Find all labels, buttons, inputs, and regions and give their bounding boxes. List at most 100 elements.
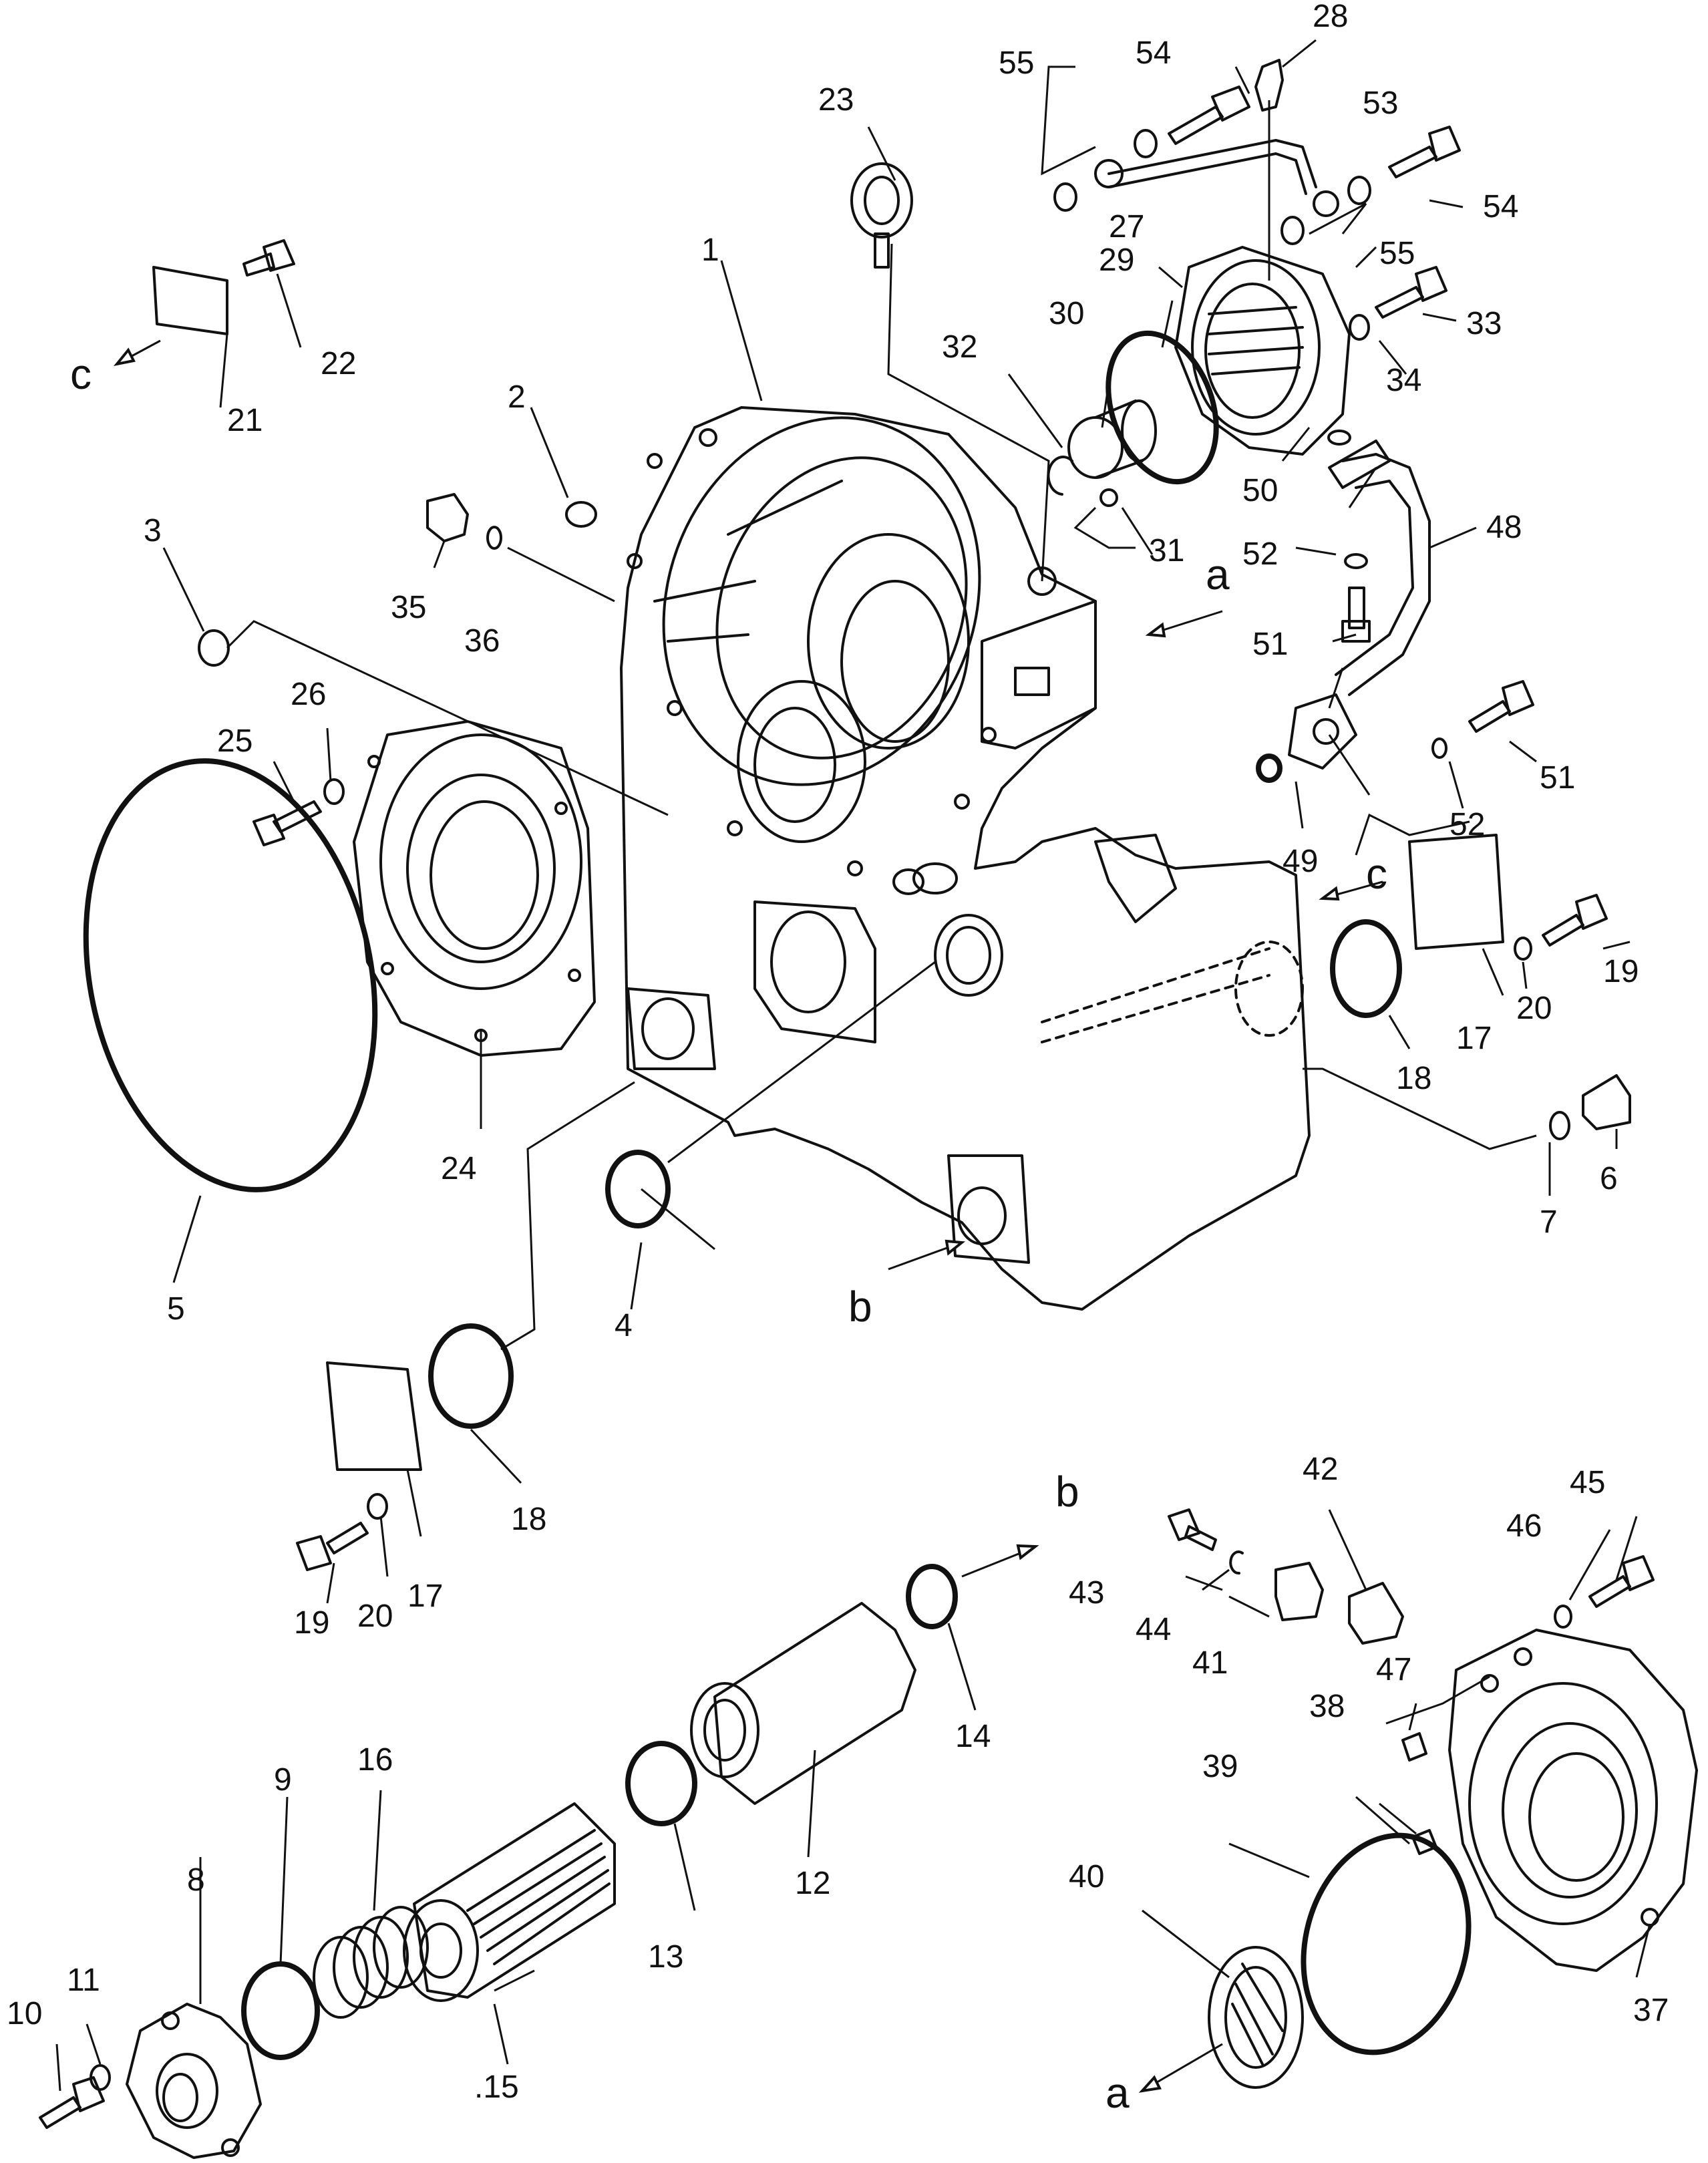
- callout-41: 41: [1192, 1645, 1228, 1681]
- callout-52: 52: [1449, 807, 1485, 842]
- bolt: [39, 2076, 105, 2129]
- retainer-ring: [1208, 1946, 1304, 2089]
- callout-28: 28: [1313, 0, 1348, 34]
- callout-44: 44: [1136, 1612, 1171, 1647]
- ref-letter-c: c: [1366, 850, 1387, 898]
- callout-55: 55: [999, 45, 1034, 81]
- callout-23: 23: [818, 82, 854, 118]
- washer: [1349, 314, 1370, 341]
- reference-arrows: [113, 339, 1383, 2093]
- callout-12: 12: [795, 1866, 830, 1901]
- bushing: [1067, 399, 1157, 479]
- ref-letter-a: a: [1206, 550, 1230, 599]
- ref-letter-a: a: [1105, 2069, 1130, 2117]
- pin-38: [1411, 1829, 1437, 1855]
- callout-9: 9: [274, 1762, 292, 1798]
- small-ball: [1099, 488, 1118, 507]
- filter-element: [403, 1802, 616, 2002]
- callout-24: 24: [441, 1151, 476, 1186]
- callout-43: 43: [1069, 1575, 1104, 1611]
- callout-17: 17: [1456, 1021, 1492, 1056]
- callout-18: 18: [511, 1502, 546, 1537]
- washer: [1344, 553, 1368, 569]
- callout-36: 36: [464, 623, 500, 659]
- callout-6: 6: [1600, 1161, 1618, 1196]
- washer: [1280, 216, 1305, 245]
- bolt: [1341, 587, 1371, 643]
- leader-lines: [55, 39, 1651, 2092]
- callout-33: 33: [1466, 306, 1502, 341]
- callout-49: 49: [1283, 844, 1318, 879]
- spring: [313, 1906, 429, 2019]
- bolt: [242, 239, 295, 277]
- callout-19: 19: [1603, 954, 1639, 989]
- o-ring-3: [198, 629, 230, 667]
- callout-54: 54: [1483, 189, 1518, 224]
- cover-plate: [326, 1361, 422, 1471]
- o-ring-2: [565, 501, 597, 528]
- bolt: [1375, 266, 1447, 319]
- o-ring-29: [1105, 330, 1219, 485]
- callout-40: 40: [1069, 1859, 1104, 1894]
- bolt: [252, 800, 322, 846]
- callout-45: 45: [1570, 1465, 1605, 1500]
- bolt: [1388, 126, 1461, 178]
- callout-11: 11: [67, 1963, 100, 1998]
- gasket-7: [1549, 1111, 1570, 1140]
- bolt: [1542, 894, 1608, 947]
- callout-25: 25: [217, 723, 252, 759]
- washer: [1431, 737, 1447, 759]
- o-ring-36: [486, 526, 502, 550]
- drain-plug: [1582, 1074, 1631, 1130]
- callout-10: 10: [7, 1996, 42, 2031]
- o-ring-4: [605, 1150, 671, 1228]
- washer: [1554, 1605, 1572, 1629]
- ref-letter-b: b: [1055, 1468, 1079, 1516]
- callout-27: 27: [1109, 209, 1144, 244]
- seal-49: [1256, 754, 1283, 783]
- washer: [1347, 176, 1371, 205]
- callout-54: 54: [1136, 35, 1171, 71]
- callout-3: 3: [144, 513, 162, 548]
- gasket-42: [1348, 1582, 1404, 1645]
- bolt: [1588, 1555, 1655, 1608]
- callout-32: 32: [942, 329, 977, 365]
- callout-14: 14: [955, 1719, 991, 1754]
- callout-39: 39: [1202, 1749, 1238, 1784]
- washer: [1134, 129, 1158, 158]
- callout-48: 48: [1486, 510, 1522, 545]
- eye-bolt: [850, 162, 913, 269]
- pin-47: [1401, 1732, 1427, 1762]
- bolt: [1168, 86, 1250, 145]
- cover-plate: [1408, 834, 1504, 950]
- rear-housing: [1448, 1629, 1698, 1972]
- washer: [1514, 937, 1532, 961]
- callout-numbers: 1 2 3 4 5 6 7 8 9 10 11 12 13 14 .15 16 …: [7, 0, 1669, 2105]
- callout-18: 18: [1396, 1061, 1431, 1096]
- callout-55: 55: [1379, 236, 1415, 271]
- snap-ring: [1047, 456, 1073, 496]
- plug: [426, 493, 469, 542]
- o-ring-9: [241, 1961, 320, 2060]
- transmission-case: [620, 406, 1311, 1311]
- callout-13: 13: [648, 1939, 683, 1975]
- callout-21: 21: [227, 403, 263, 438]
- callout-53: 53: [1363, 86, 1398, 121]
- callout-7: 7: [1540, 1204, 1558, 1240]
- callout-17: 17: [407, 1578, 443, 1614]
- filter-cover: [126, 2003, 262, 2159]
- filter-case: [690, 1602, 916, 1805]
- callout-35: 35: [391, 590, 426, 625]
- callout-30: 30: [1049, 296, 1084, 331]
- callout-29: 29: [1099, 242, 1134, 278]
- oil-pipe: [1288, 440, 1431, 770]
- ref-letter-c: c: [70, 350, 92, 398]
- washer: [1053, 182, 1077, 212]
- cover-41: [1274, 1562, 1324, 1621]
- access-plate: [152, 266, 228, 335]
- callout-5: 5: [167, 1291, 185, 1327]
- washer: [323, 778, 345, 805]
- callout-47: 47: [1376, 1652, 1411, 1687]
- callout-51: 51: [1252, 627, 1288, 662]
- callout-46: 46: [1506, 1508, 1542, 1544]
